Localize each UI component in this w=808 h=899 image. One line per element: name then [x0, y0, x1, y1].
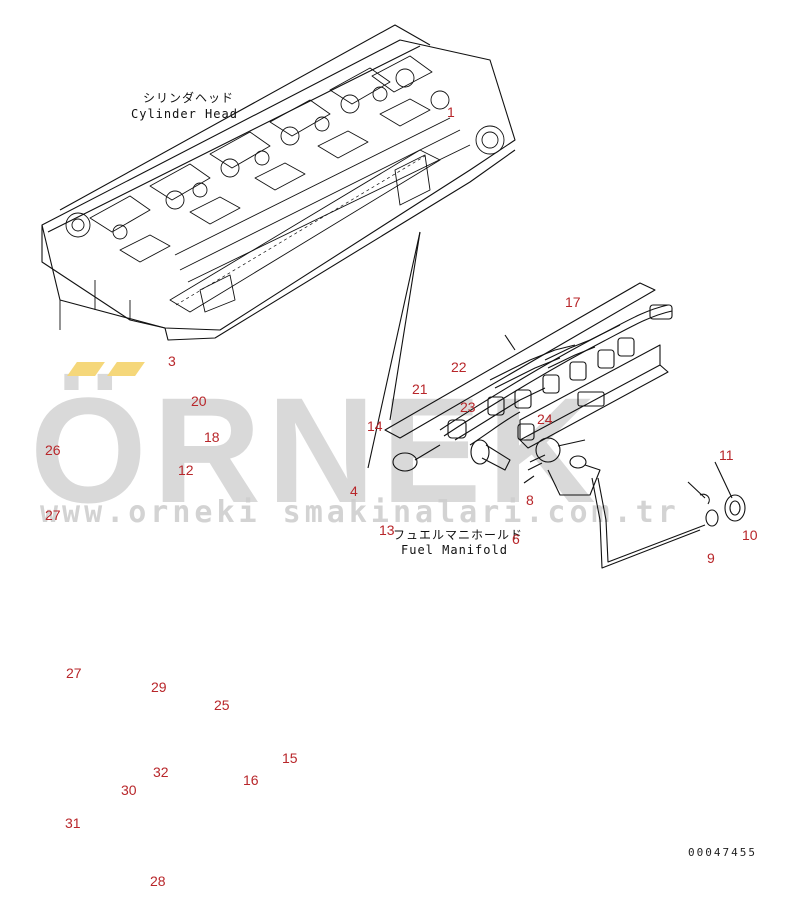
callout-number: 3 [168, 353, 176, 369]
callout-number: 18 [204, 429, 220, 445]
callout-number: 17 [565, 294, 581, 310]
callout-number: 12 [178, 462, 194, 478]
callout-number: 13 [379, 522, 395, 538]
fuel-manifold-drawing [384, 282, 746, 569]
callout-number: 30 [121, 782, 137, 798]
cylinder-head-en-label: Cylinder Head [131, 107, 238, 121]
callout-number: 10 [742, 527, 758, 543]
cylinder-head-drawing [41, 24, 516, 341]
callout-number: 8 [526, 492, 534, 508]
callout-number: 24 [537, 411, 553, 427]
callout-number: 32 [153, 764, 169, 780]
fuel-manifold-en-label: Fuel Manifold [401, 543, 508, 557]
callout-number: 14 [367, 418, 383, 434]
callout-number: 21 [412, 381, 428, 397]
callout-number: 6 [512, 531, 520, 547]
callout-number: 9 [707, 550, 715, 566]
callout-number: 20 [191, 393, 207, 409]
callout-number: 28 [150, 873, 166, 889]
callout-number: 25 [214, 697, 230, 713]
callout-number: 27 [66, 665, 82, 681]
callout-number: 29 [151, 679, 167, 695]
callout-number: 22 [451, 359, 467, 375]
document-number: 00047455 [688, 846, 757, 859]
callout-number: 1 [447, 104, 455, 120]
callout-number: 11 [719, 447, 734, 463]
callout-number: 31 [65, 815, 81, 831]
callout-number: 15 [282, 750, 298, 766]
watermark-url: www.orneki smakinalari.com.tr [40, 495, 680, 530]
fuel-manifold-jp-label: フュエルマニホールド [393, 528, 524, 542]
callout-number: 26 [45, 442, 61, 458]
callout-number: 16 [243, 772, 259, 788]
callout-number: 23 [460, 399, 476, 415]
callout-number: 27 [45, 507, 61, 523]
cylinder-head-jp-label: シリンダヘッド [143, 91, 235, 105]
callout-number: 4 [350, 483, 358, 499]
